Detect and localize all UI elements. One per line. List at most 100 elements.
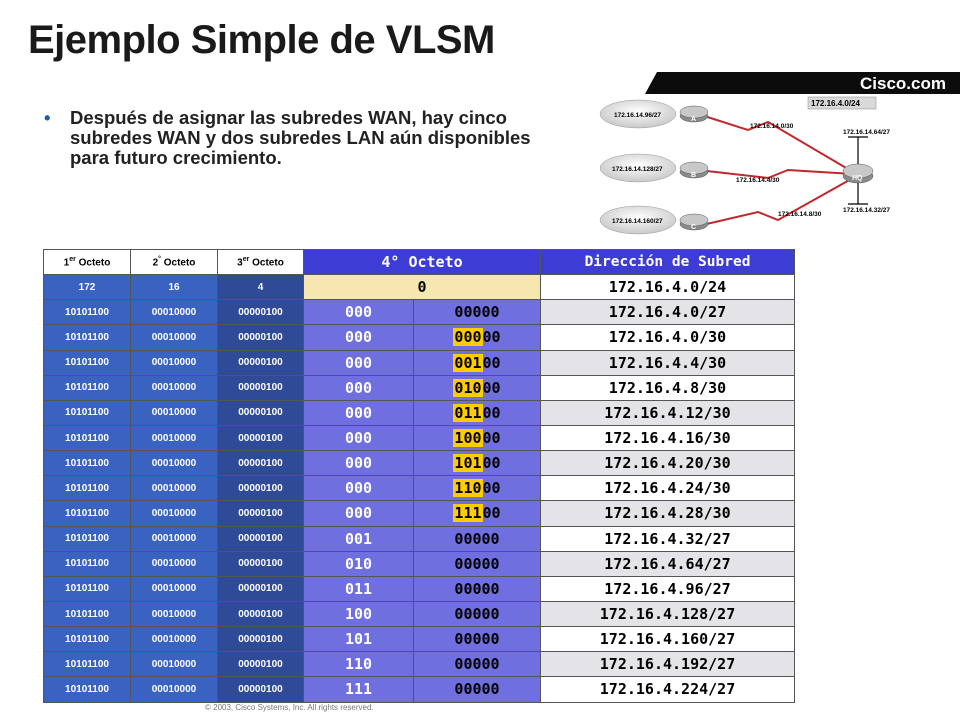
remaining-bits: 00 xyxy=(482,479,501,498)
network-diagram: 172.16.4.0/24 172.16.14.96/27 172.16.14.… xyxy=(599,96,890,235)
host-bits: 00000 xyxy=(413,525,541,552)
host-bits: 01000 xyxy=(413,374,541,401)
host-bits: 00000 xyxy=(413,600,541,628)
binary-octet-2: 00010000 xyxy=(130,626,218,653)
subnet-bits: 000 xyxy=(303,349,414,376)
subnet-bits: 000 xyxy=(303,324,414,351)
svg-text:A: A xyxy=(691,116,696,123)
header-subnet: Dirección de Subred xyxy=(540,248,795,276)
binary-octet-3: 00000100 xyxy=(217,626,304,653)
lan-label-b: 172.16.14.128/27 xyxy=(612,166,663,173)
copyright-text: © 2003, Cisco Systems, Inc. All rights r… xyxy=(205,703,374,712)
subnet-bits: 010 xyxy=(303,550,414,577)
router-b-icon: B xyxy=(679,161,709,179)
decimal-octet-4: 0 xyxy=(303,274,541,301)
binary-octet-3: 00000100 xyxy=(217,651,304,678)
binary-octet-2: 00010000 xyxy=(130,600,218,628)
subnet-address: 172.16.4.128/27 xyxy=(540,600,795,628)
binary-octet-1: 10101100 xyxy=(43,626,131,653)
bullet-text: Después de asignar las subredes WAN, hay… xyxy=(70,107,531,168)
host-bits: 01100 xyxy=(413,399,541,426)
binary-octet-2: 00010000 xyxy=(130,500,218,527)
svg-text:C: C xyxy=(691,224,696,231)
top-subnet-box xyxy=(807,96,877,110)
table-header-row: 1er Octeto 2° Octeto 3er Octeto 4° Octet… xyxy=(43,248,795,276)
decimal-subnet: 172.16.4.0/24 xyxy=(540,274,795,301)
subnet-bits: 000 xyxy=(303,299,414,326)
decimal-octet-3: 4 xyxy=(217,274,304,301)
binary-octet-1: 10101100 xyxy=(43,349,131,376)
router-c-icon: C xyxy=(679,213,709,231)
header-octet-2: 2° Octeto xyxy=(130,248,218,276)
binary-octet-2: 00010000 xyxy=(130,575,218,602)
wan-label-b: 172.16.14.4/30 xyxy=(736,177,780,184)
binary-octet-2: 00010000 xyxy=(130,550,218,577)
host-bits: 00000 xyxy=(413,676,541,703)
wan-link-a xyxy=(697,113,854,173)
header-octet-1: 1er Octeto xyxy=(43,248,131,276)
subnet-address: 172.16.4.20/30 xyxy=(540,450,795,477)
binary-octet-1: 10101100 xyxy=(43,450,131,477)
remaining-bits: 00 xyxy=(482,454,501,473)
subnet-address: 172.16.4.0/30 xyxy=(540,324,795,351)
binary-octet-3: 00000100 xyxy=(217,550,304,577)
host-bits: 00000 xyxy=(413,575,541,602)
host-bits: 10000 xyxy=(413,424,541,452)
subnet-bits: 001 xyxy=(303,525,414,552)
remaining-bits: 00 xyxy=(482,378,501,397)
brand-logo-text[interactable]: Cisco.com xyxy=(860,74,946,93)
highlighted-bits: 101 xyxy=(453,454,483,473)
subnet-bits: 110 xyxy=(303,651,414,678)
top-subnet-label: 172.16.4.0/24 xyxy=(811,99,860,108)
bullet-point: • Después de asignar las subredes WAN, h… xyxy=(44,108,544,168)
binary-octet-2: 00010000 xyxy=(130,450,218,477)
svg-text:B: B xyxy=(691,172,696,179)
hq-label-top: 172.16.14.64/27 xyxy=(843,129,890,136)
host-bits: 00000 xyxy=(413,324,541,351)
lan-label-c: 172.16.14.160/27 xyxy=(612,218,663,225)
remaining-bits: 00 xyxy=(482,429,501,448)
vlsm-table: 1er Octeto 2° Octeto 3er Octeto 4° Octet… xyxy=(43,248,795,703)
host-bits: 11000 xyxy=(413,475,541,502)
binary-octet-3: 00000100 xyxy=(217,450,304,477)
subnet-address: 172.16.4.28/30 xyxy=(540,500,795,527)
subnet-bits: 000 xyxy=(303,475,414,502)
binary-octet-2: 00010000 xyxy=(130,374,218,401)
binary-octet-2: 00010000 xyxy=(130,475,218,502)
wan-link-b xyxy=(697,168,854,180)
router-hq-icon: HQ xyxy=(842,163,874,184)
subnet-address: 172.16.4.4/30 xyxy=(540,349,795,376)
subnet-bits: 100 xyxy=(303,600,414,628)
binary-octet-3: 00000100 xyxy=(217,349,304,376)
binary-octet-1: 10101100 xyxy=(43,424,131,452)
lan-cloud-b xyxy=(599,153,677,183)
remaining-bits: 00 xyxy=(482,328,501,347)
subnet-bits: 000 xyxy=(303,399,414,426)
binary-octet-1: 10101100 xyxy=(43,399,131,426)
page-title: Ejemplo Simple de VLSM xyxy=(28,18,495,62)
subnet-bits: 000 xyxy=(303,374,414,401)
binary-octet-3: 00000100 xyxy=(217,424,304,452)
binary-octet-2: 00010000 xyxy=(130,324,218,351)
highlighted-bits: 000 xyxy=(453,328,483,347)
highlighted-bits: 111 xyxy=(453,504,483,523)
binary-octet-1: 10101100 xyxy=(43,676,131,703)
hq-label-bottom: 172.16.14.32/27 xyxy=(843,207,890,214)
wan-label-c: 172.16.14.8/30 xyxy=(778,211,822,218)
host-bits: 00100 xyxy=(413,349,541,376)
binary-octet-3: 00000100 xyxy=(217,600,304,628)
lan-label-a: 172.16.14.96/27 xyxy=(614,112,661,119)
binary-octet-1: 10101100 xyxy=(43,475,131,502)
binary-octet-1: 10101100 xyxy=(43,575,131,602)
subnet-bits: 101 xyxy=(303,626,414,653)
binary-octet-2: 00010000 xyxy=(130,424,218,452)
header-octet-3: 3er Octeto xyxy=(217,248,304,276)
